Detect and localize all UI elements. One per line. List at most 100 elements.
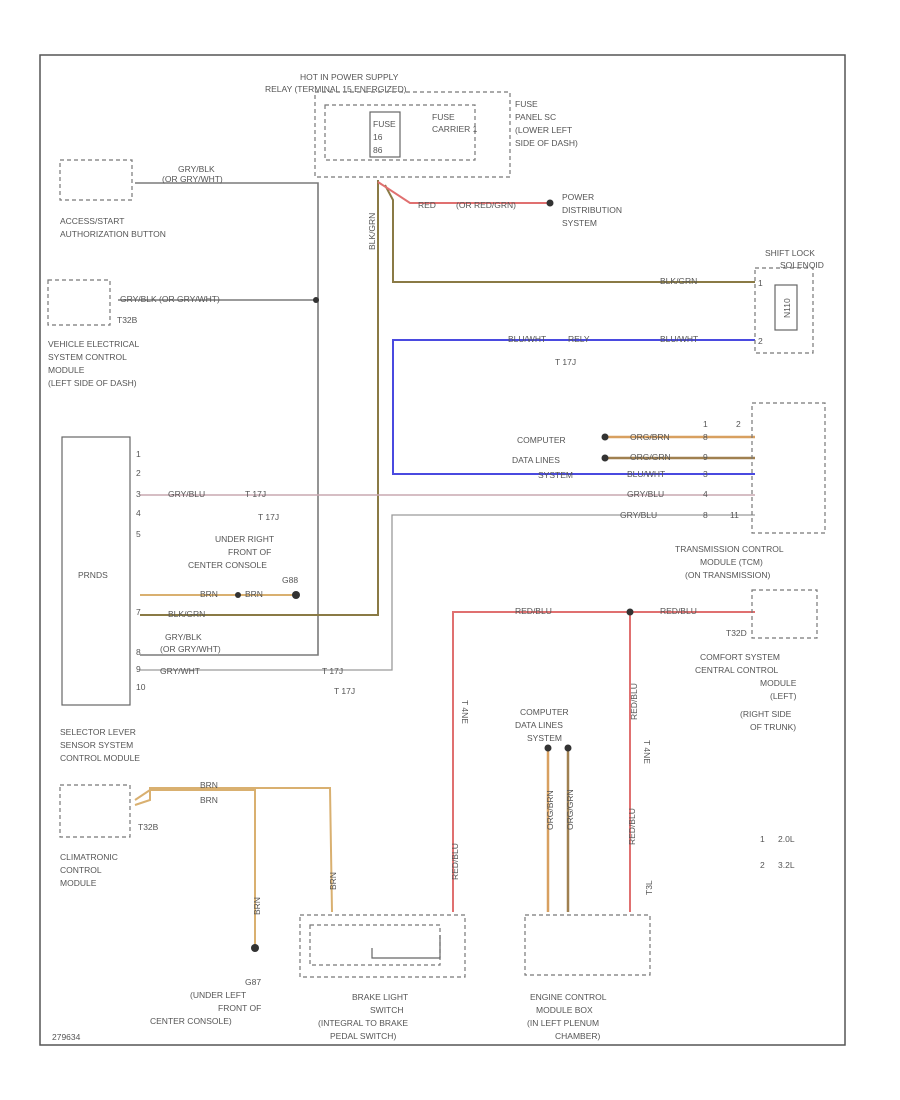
prnds-pin-8: 8 xyxy=(136,647,141,657)
vlabel-red-blu3: RED/BLU xyxy=(629,683,639,720)
label-t17j-d: T 17J xyxy=(334,686,355,696)
label-gry-blu-alt: GRY/BLU xyxy=(620,510,657,520)
ecm-module: ENGINE CONTROL MODULE BOX (IN LEFT PLENU… xyxy=(515,707,651,1041)
wire-brn-clim-ground xyxy=(134,789,256,948)
shift-lock-solenoid: SHIFT LOCK SOLENOID N110 12 xyxy=(754,248,824,354)
wire-gry-wht xyxy=(140,514,755,671)
prnds-pin-10: 10 xyxy=(136,682,146,692)
vlabel-t4ne: T 4NE xyxy=(460,700,470,724)
junction-data-ecm-1 xyxy=(544,744,552,752)
vlabel-red-blu: RED/BLU xyxy=(450,843,460,880)
junction-data-ecm-2 xyxy=(564,744,572,752)
tcm-line1: TRANSMISSION CONTROL xyxy=(675,544,784,554)
label-gry-blu-r: GRY/BLU xyxy=(627,489,664,499)
prnds-pin-3: 3 xyxy=(136,489,141,499)
tcm-row-pin-1: 9 xyxy=(703,452,708,462)
shift-lock-line2: SOLENOID xyxy=(780,260,824,270)
wire-label-gry-blk: GRY/BLK xyxy=(178,164,215,174)
tcm-line3: (ON TRANSMISSION) xyxy=(685,570,770,580)
fuse-panel-line4: SIDE OF DASH) xyxy=(515,138,578,148)
vlabel-org-grn: ORG/GRN xyxy=(565,789,575,830)
junction-ground-right-2 xyxy=(292,591,300,599)
tcm-row-pin-3: 4 xyxy=(703,489,708,499)
wires xyxy=(118,180,755,948)
junction-vesc xyxy=(313,297,319,303)
shift-lock-pin-2: 2 xyxy=(758,336,763,346)
tcm-row-pin-4: 8 xyxy=(703,510,708,520)
ecm-line4: CHAMBER) xyxy=(555,1031,601,1041)
power-dist-line3: SYSTEM xyxy=(562,218,597,228)
accessory-line2: AUTHORIZATION BUTTON xyxy=(60,229,166,239)
accessory-button: ACCESS/START AUTHORIZATION BUTTON GRY/BL… xyxy=(59,159,223,239)
accessory-line1: ACCESS/START xyxy=(60,216,124,226)
label-gry-wht: GRY/WHT xyxy=(160,666,200,676)
label-t17j-b: T 17J xyxy=(258,512,279,522)
brake-switch: BRAKE LIGHT SWITCH (INTEGRAL TO BRAKE PE… xyxy=(299,914,466,1041)
comfort-line1: COMFORT SYSTEM xyxy=(700,652,780,662)
power-dist-line1: POWER xyxy=(562,192,594,202)
ground-right: UNDER RIGHT FRONT OF CENTER CONSOLE G88 xyxy=(188,534,298,585)
wire-blk-grn-prnds xyxy=(140,180,379,616)
wire-label-gry-blk-full: GRY/BLK (OR GRY/WHT) xyxy=(120,294,220,304)
brake-line3: (INTEGRAL TO BRAKE xyxy=(318,1018,408,1028)
ground-right-line3: CENTER CONSOLE xyxy=(188,560,267,570)
comfort-conn: T32D xyxy=(726,628,747,638)
label-red-blu: RED/BLU xyxy=(515,606,552,616)
vlabel-red-blu-b: RED/BLU xyxy=(627,808,637,845)
fuse-panel-line2: PANEL SC xyxy=(515,112,556,122)
power-distribution: POWER DISTRIBUTION SYSTEM RED (OR RED/GR… xyxy=(418,192,698,367)
label-t17j-c: T 17J xyxy=(322,666,343,676)
wire-red-power xyxy=(377,181,550,204)
relay-title-line1: HOT IN POWER SUPPLY xyxy=(300,72,399,82)
shift-lock-id: N110 xyxy=(782,298,792,318)
vertical-labels: BLK/GRN T 4NE RED/BLU RED/BLU T 4NE RED/… xyxy=(252,213,654,915)
vesc-line1: VEHICLE ELECTRICAL xyxy=(48,339,139,349)
ecm-line3: (IN LEFT PLENUM xyxy=(527,1018,599,1028)
label-blk-grn: BLK/GRN xyxy=(168,609,205,619)
vesc-module: GRY/BLK (OR GRY/WHT) T32B VEHICLE ELECTR… xyxy=(47,279,220,388)
fuse-panel-line3: (LOWER LEFT xyxy=(515,125,572,135)
ecm-line1: ENGINE CONTROL xyxy=(530,992,607,1002)
vlabel-brn-2: BRN xyxy=(328,872,338,890)
vesc-line2: SYSTEM CONTROL xyxy=(48,352,127,362)
prnds-pin-7: 7 xyxy=(136,607,141,617)
selector-line2: SENSOR SYSTEM xyxy=(60,740,133,750)
vesc-line3: MODULE xyxy=(48,365,85,375)
brake-line2: SWITCH xyxy=(370,1005,404,1015)
tcm-header-1: 1 xyxy=(703,419,708,429)
label-org-grn: ORG/GRN xyxy=(630,452,671,462)
junction-data-1 xyxy=(601,433,609,441)
climatronic-line2: CONTROL xyxy=(60,865,102,875)
data-lines2-line1: COMPUTER xyxy=(520,707,569,717)
label-brn: BRN xyxy=(200,589,218,599)
label-relay: RELY xyxy=(568,334,590,344)
ground-right-id: G88 xyxy=(282,575,298,585)
legend-item1-num: 1 xyxy=(760,834,765,844)
data-lines2-line2: DATA LINES xyxy=(515,720,563,730)
label-red-alt: (OR RED/GRN) xyxy=(456,200,516,210)
vlabel-blk-grn: BLK/GRN xyxy=(367,213,377,250)
prnds-label: PRNDS xyxy=(78,570,108,580)
wire-blk-grn-shift xyxy=(384,184,755,283)
prnds-pin-2: 2 xyxy=(136,468,141,478)
diagram-frame xyxy=(39,54,846,1046)
ground-line3: FRONT OF xyxy=(218,1003,261,1013)
power-dist-line2: DISTRIBUTION xyxy=(562,205,622,215)
junction-power xyxy=(546,199,554,207)
shift-lock-pins: 12 xyxy=(758,278,763,346)
junction-ground-left xyxy=(251,944,259,952)
fuse-panel-line1: FUSE xyxy=(515,99,538,109)
fuse-label: FUSE xyxy=(373,119,396,129)
junction-dots xyxy=(235,199,634,952)
brake-line4: PEDAL SWITCH) xyxy=(330,1031,396,1041)
ground-line4: CENTER CONSOLE) xyxy=(150,1016,232,1026)
ground-line2: (UNDER LEFT xyxy=(190,990,246,1000)
label-org-brn: ORG/BRN xyxy=(630,432,670,442)
ground-right-line1: UNDER RIGHT xyxy=(215,534,274,544)
label-gry-blk-2: GRY/BLK xyxy=(165,632,202,642)
comfort-line2: CENTRAL CONTROL xyxy=(695,665,779,675)
tcm-module: COMPUTER DATA LINES SYSTEM ORG/BRN ORG/G… xyxy=(512,402,826,580)
climatronic-module: T32B CLIMATRONIC CONTROL MODULE BRN BRN xyxy=(59,780,218,888)
